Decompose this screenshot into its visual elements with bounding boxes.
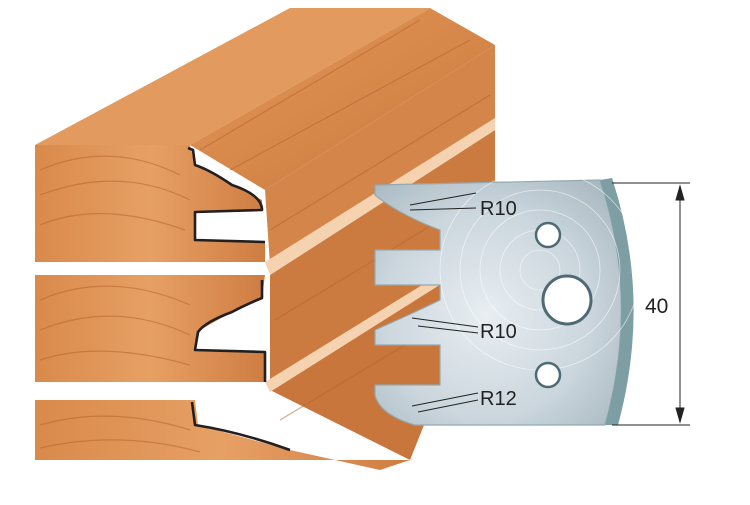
wood-back-board-middle <box>265 45 495 265</box>
blade-hole-top <box>534 221 562 249</box>
board-gap-lower <box>35 382 267 400</box>
knife-blade <box>374 169 641 426</box>
dimension-label-bg <box>642 291 676 319</box>
cut-profile-top <box>187 146 266 244</box>
blade-hole-center <box>541 274 593 326</box>
wood-top-face-upper <box>35 8 430 145</box>
cut-profile-middle <box>193 280 267 382</box>
cut-profile-lines <box>187 146 291 452</box>
wood-back-board-upper <box>190 8 495 190</box>
cut-profile-bottom <box>190 401 291 452</box>
blade-outline <box>374 179 622 426</box>
dimension-arrow-top-icon <box>675 184 685 201</box>
height-dimension <box>612 182 690 426</box>
radius-label-middle: R10 <box>480 321 517 343</box>
board-gap-upper <box>35 262 267 275</box>
blade-cutting-edge <box>600 178 634 425</box>
radius-label-bottom: R12 <box>480 388 517 410</box>
blade-hole-bottom <box>534 361 562 389</box>
wood-front-face-top <box>35 145 265 262</box>
wood-front-face-middle <box>35 275 265 382</box>
height-dimension-label: 40 <box>645 295 668 318</box>
dimension-arrow-bottom-icon <box>675 407 685 424</box>
radius-label-top: R10 <box>480 198 517 220</box>
radius-callouts <box>409 192 479 413</box>
